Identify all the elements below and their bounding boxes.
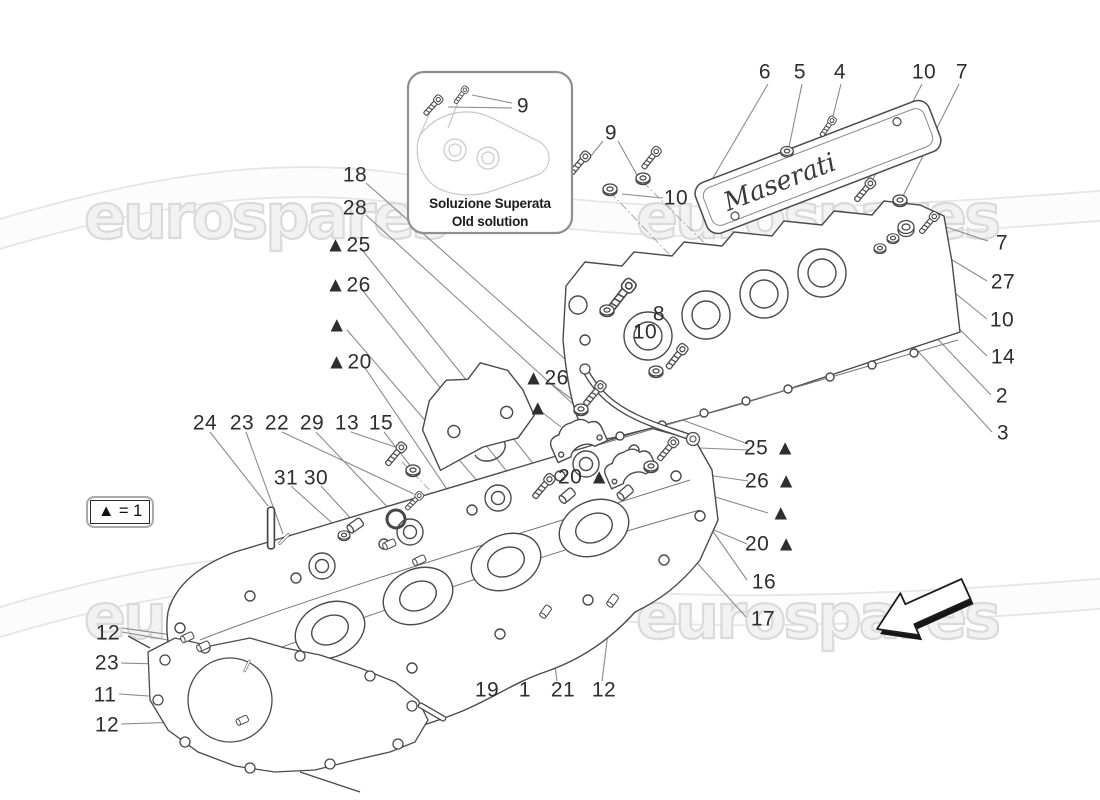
part-callout-15: 15 — [368, 411, 394, 435]
part-callout-3: 3 — [996, 421, 1010, 445]
part-callout-23: 23 — [94, 651, 120, 675]
watermark-text: eurospares — [83, 179, 450, 254]
part-callout-14: 14 — [990, 345, 1016, 369]
seal-ring — [897, 219, 915, 238]
part-callout-19: 19 — [474, 678, 500, 702]
bracket-plate — [421, 362, 536, 472]
o-ring — [385, 508, 407, 530]
part-callout-1: 1 — [518, 678, 532, 702]
part-callout-30: 30 — [303, 466, 329, 490]
cylinder-head-upper — [562, 200, 961, 446]
part-callout-▲: ▲ — [527, 396, 549, 420]
part-callout-10: 10 — [663, 186, 689, 210]
part-callout-26▲: 26 ▲ — [745, 469, 797, 493]
legend-box: ▲ = 1 — [86, 496, 155, 528]
part-callout-20▲: 20 ▲ — [745, 532, 797, 556]
part-callout-▲20: ▲20 — [326, 350, 372, 374]
part-callout-18: 18 — [342, 163, 368, 187]
inset-box — [406, 70, 574, 235]
part-callout-▲: ▲ — [770, 501, 792, 525]
part-callout-17: 17 — [750, 607, 776, 631]
part-callout-6: 6 — [758, 60, 772, 84]
part-callout-25▲: 25 ▲ — [744, 436, 796, 460]
part-callout-12: 12 — [95, 621, 121, 645]
part-callout-29: 29 — [299, 411, 325, 435]
part-callout-10: 10 — [911, 60, 937, 84]
part-callout-20▲: 20 ▲ — [558, 465, 610, 489]
part-callout-2: 2 — [995, 384, 1009, 408]
part-callout-4: 4 — [833, 60, 847, 84]
inset-caption-line1: Soluzione Superata — [429, 196, 551, 211]
part-callout-27: 27 — [990, 270, 1016, 294]
part-callout-23: 23 — [229, 411, 255, 435]
legend-text: ▲ = 1 — [90, 500, 151, 524]
part-callout-12: 12 — [591, 678, 617, 702]
part-callout-9: 9 — [604, 121, 618, 145]
part-callout-10: 10 — [632, 320, 658, 344]
part-callout-▲25: ▲25 — [325, 233, 371, 257]
cam-cap — [549, 418, 609, 464]
part-callout-7: 7 — [955, 60, 969, 84]
part-callout-▲26: ▲26 — [325, 273, 371, 297]
part-callout-12: 12 — [94, 713, 120, 737]
part-callout-▲: ▲ — [326, 313, 348, 337]
part-callout-21: 21 — [550, 678, 576, 702]
part-callout-8: 8 — [652, 302, 666, 326]
part-callout-28: 28 — [342, 196, 368, 220]
inset-faint-drawing — [416, 101, 550, 196]
direction-arrow-icon — [876, 578, 974, 641]
inset-caption-line2: Old solution — [451, 214, 529, 229]
part-callout-5: 5 — [793, 60, 807, 84]
head-gasket — [127, 635, 429, 793]
part-callout-▲26: ▲26 — [523, 366, 569, 390]
part-callout-7: 7 — [995, 231, 1009, 255]
part-callout-10: 10 — [989, 308, 1015, 332]
part-callout-16: 16 — [751, 570, 777, 594]
part-callout-9: 9 — [516, 94, 530, 118]
part-callout-31: 31 — [273, 466, 299, 490]
part-callout-13: 13 — [334, 411, 360, 435]
part-callout-24: 24 — [192, 411, 218, 435]
fasteners — [179, 114, 942, 727]
part-callout-11: 11 — [93, 683, 117, 707]
part-callout-22: 22 — [264, 411, 290, 435]
